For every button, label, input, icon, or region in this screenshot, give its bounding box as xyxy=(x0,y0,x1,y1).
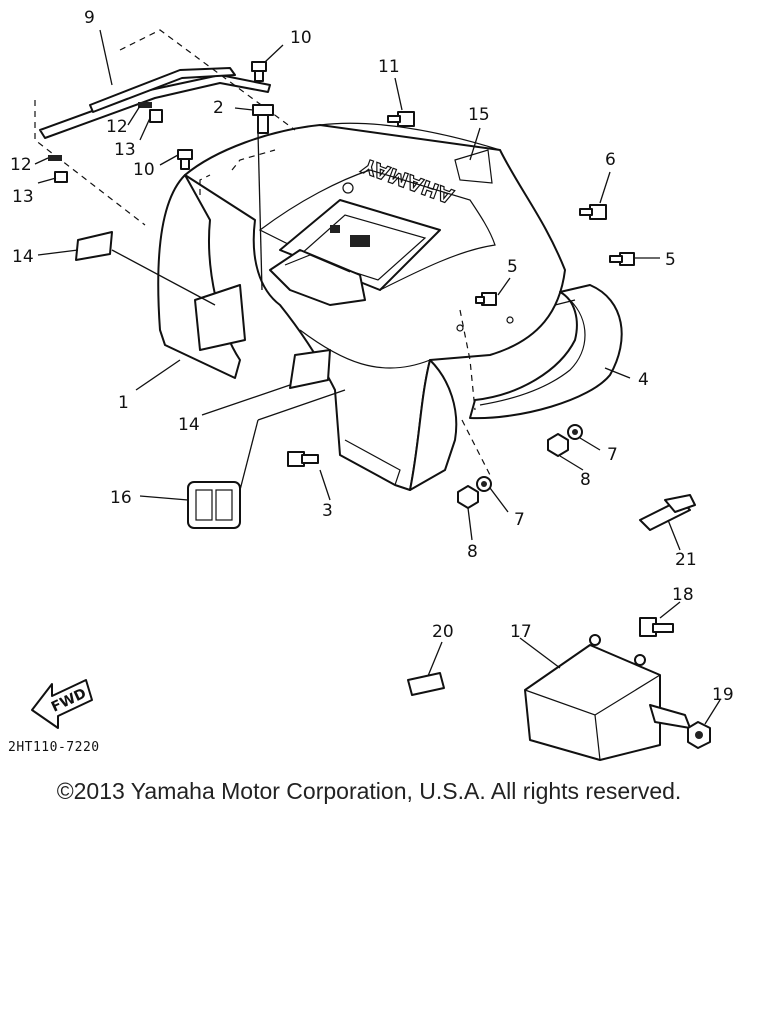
callout-5-left: 5 xyxy=(507,257,518,277)
callout-10-top: 10 xyxy=(290,28,312,48)
callout-4: 4 xyxy=(638,370,649,390)
callout-17: 17 xyxy=(510,622,532,642)
callout-21: 21 xyxy=(675,550,697,570)
labels-reflectors xyxy=(75,149,493,696)
callout-11: 11 xyxy=(378,57,400,77)
diagram-code: 2HT110-7220 xyxy=(8,740,100,755)
callout-15: 15 xyxy=(468,105,490,125)
tool-box xyxy=(524,617,711,761)
callout-16: 16 xyxy=(110,488,132,508)
leader-lines xyxy=(34,29,721,725)
clip-part xyxy=(639,494,696,531)
callouts: 9 10 2 11 15 6 5 5 4 12 13 10 12 13 14 1… xyxy=(10,8,734,705)
rear-fender xyxy=(157,122,566,491)
callout-3: 3 xyxy=(322,501,333,521)
callout-5-right: 5 xyxy=(665,250,676,270)
callout-9: 9 xyxy=(84,8,95,28)
callout-10-mid: 10 xyxy=(133,160,155,180)
callout-12-left: 12 xyxy=(10,155,32,175)
callout-1: 1 xyxy=(118,393,129,413)
fwd-arrow: FWD xyxy=(31,679,93,729)
callout-8-right: 8 xyxy=(580,470,591,490)
copyright-notice: ©2013 Yamaha Motor Corporation, U.S.A. A… xyxy=(56,778,682,804)
callout-14-bottom: 14 xyxy=(178,415,200,435)
callout-13-left: 13 xyxy=(12,187,34,207)
callout-8-left: 8 xyxy=(467,542,478,562)
callout-19: 19 xyxy=(712,685,734,705)
callout-2: 2 xyxy=(213,98,224,118)
callout-14-top: 14 xyxy=(12,247,34,267)
callout-6: 6 xyxy=(605,150,616,170)
callout-7-left: 7 xyxy=(514,510,525,530)
grab-rail xyxy=(39,67,271,139)
callout-12-right: 12 xyxy=(106,117,128,137)
tail-light-cover xyxy=(469,284,623,420)
callout-7-right: 7 xyxy=(607,445,618,465)
callout-18: 18 xyxy=(672,585,694,605)
parts-diagram: YAMAHA xyxy=(10,8,734,761)
callout-13-right: 13 xyxy=(114,140,136,160)
callout-20: 20 xyxy=(432,622,454,642)
